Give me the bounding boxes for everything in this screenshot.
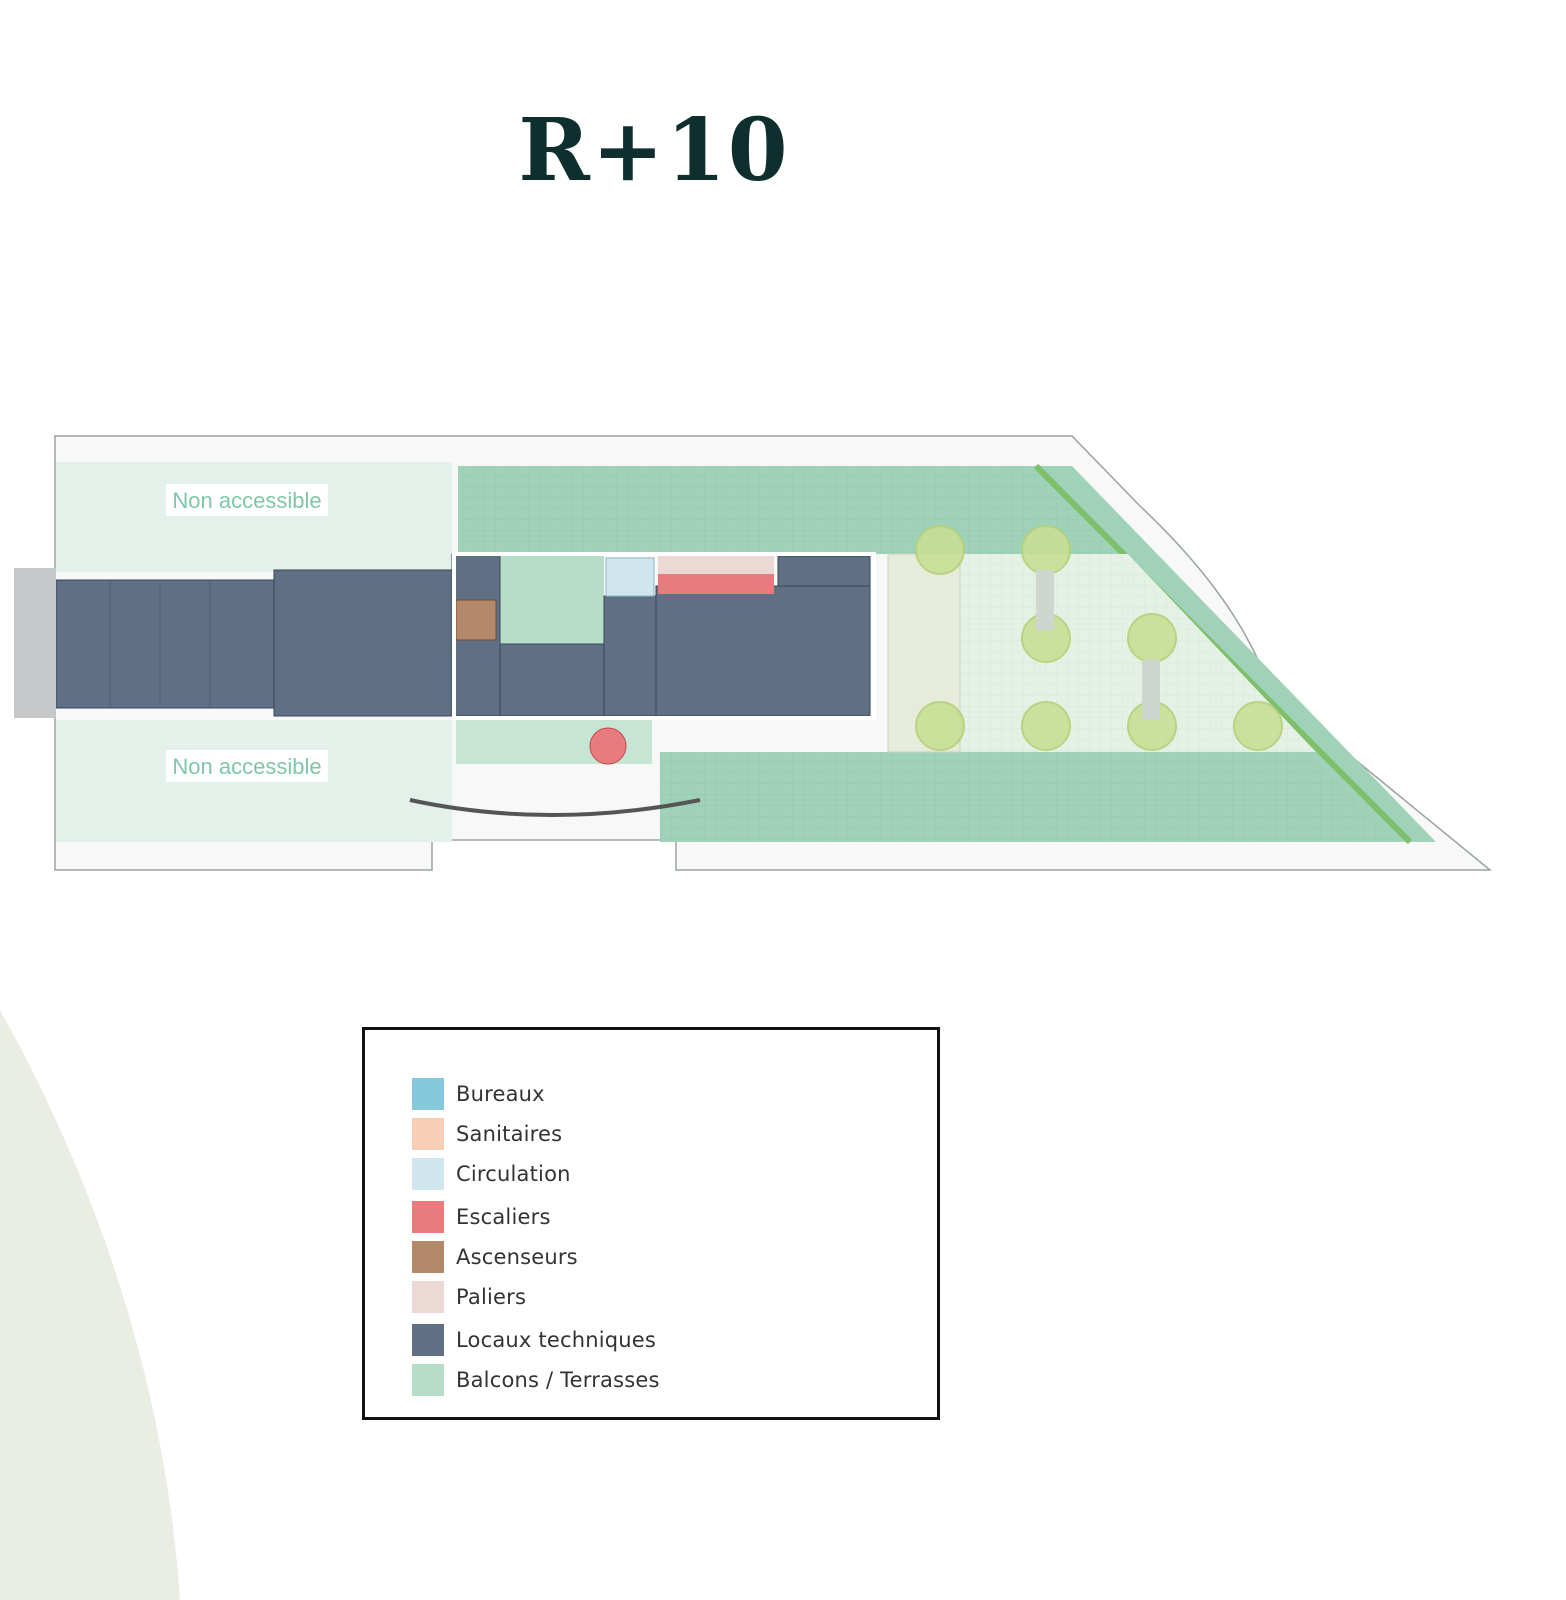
- legend-label: Paliers: [456, 1285, 527, 1309]
- legend-label: Bureaux: [456, 1082, 545, 1106]
- spiral-stair: [589, 727, 627, 765]
- terrace-right-bottom-grid: [660, 752, 1436, 842]
- legend-item: Ascenseurs: [412, 1241, 578, 1273]
- circulation-small: [605, 557, 655, 597]
- terrace-right-top-grid: [458, 466, 1128, 554]
- legend-item: Balcons / Terrasses: [412, 1364, 660, 1396]
- legend-item: Circulation: [412, 1158, 571, 1190]
- elevator-block: [455, 599, 497, 641]
- legend-swatch: [412, 1281, 444, 1313]
- stairs-block: [658, 574, 774, 594]
- legend-label: Balcons / Terrasses: [456, 1368, 660, 1392]
- entry-gray: [14, 568, 56, 718]
- locaux-techniques: [55, 553, 871, 717]
- legend-item: Sanitaires: [412, 1118, 562, 1150]
- non-accessible-label-top: Non accessible: [172, 488, 321, 513]
- terrace-top-left: [56, 462, 452, 572]
- legend-swatch: [412, 1201, 444, 1233]
- legend-item: Locaux techniques: [412, 1324, 656, 1356]
- legend-label: Ascenseurs: [456, 1245, 578, 1269]
- legend-item: Paliers: [412, 1281, 526, 1313]
- legend-swatch: [412, 1118, 444, 1150]
- trees: [915, 525, 1283, 751]
- landing-block: [658, 556, 774, 574]
- legend-item: Escaliers: [412, 1201, 551, 1233]
- floor-title: R+10: [518, 100, 790, 201]
- legend-label: Circulation: [456, 1162, 571, 1186]
- legend-swatch: [412, 1241, 444, 1273]
- legend-item: Bureaux: [412, 1078, 545, 1110]
- legend-swatch: [412, 1078, 444, 1110]
- background-arc-shape: [0, 1010, 180, 1600]
- legend-swatch: [412, 1364, 444, 1396]
- legend-swatch: [412, 1158, 444, 1190]
- floor-plan: Non accessible Non accessible: [14, 435, 1493, 871]
- legend-label: Locaux techniques: [456, 1328, 657, 1352]
- legend-label: Escaliers: [456, 1205, 551, 1229]
- legend-label: Sanitaires: [456, 1122, 563, 1146]
- legend-swatch: [412, 1324, 444, 1356]
- non-accessible-label-bottom: Non accessible: [172, 754, 321, 779]
- terrace-diagonal-line: [1033, 463, 1413, 845]
- circulation-green: [500, 554, 604, 644]
